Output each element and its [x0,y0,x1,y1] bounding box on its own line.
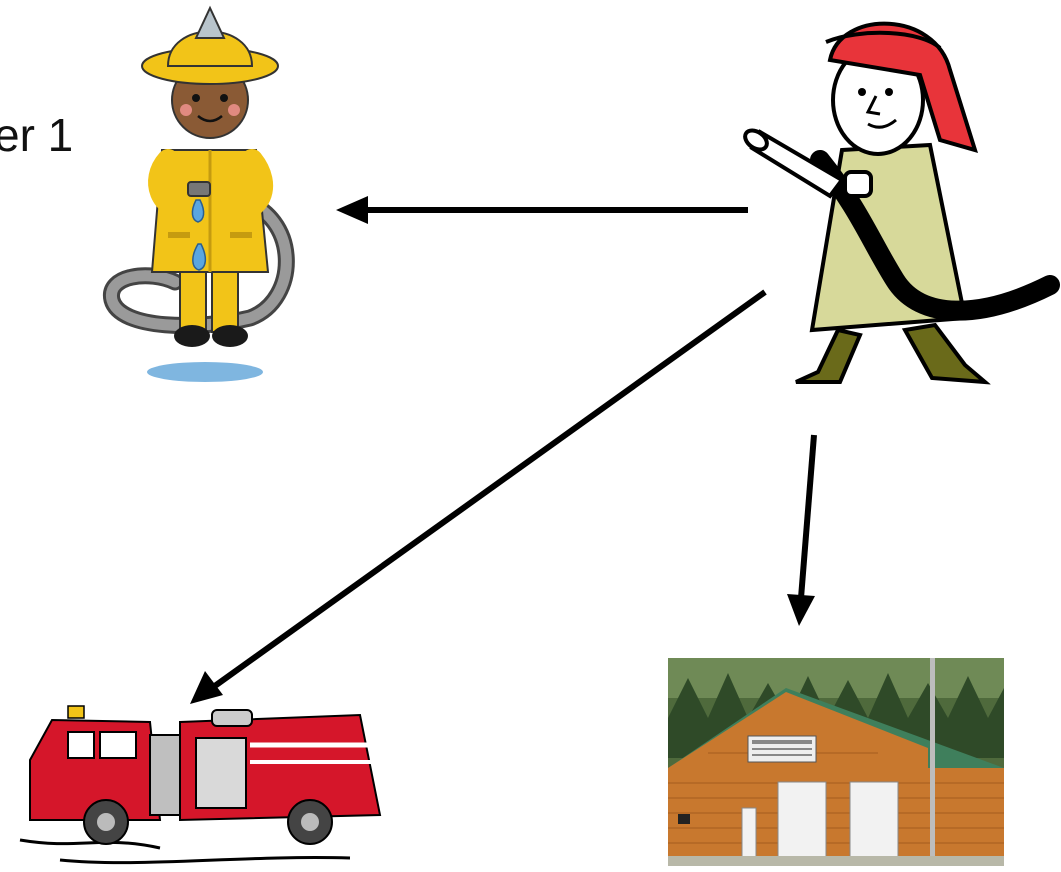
fire-station-photo [668,658,1004,866]
kid-firefighter-illustration [111,8,286,382]
arrow-to-fire-station [787,435,815,626]
arrow-to-fire-truck [190,292,765,704]
arrow-to-kid-firefighter [336,196,748,224]
adult-firefighter-illustration [742,24,1050,382]
fire-truck-illustration [20,706,380,863]
